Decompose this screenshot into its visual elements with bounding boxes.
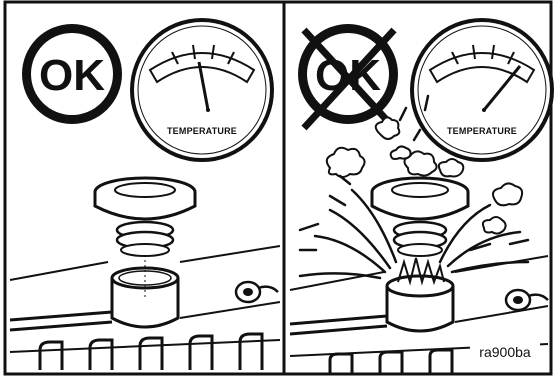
gauge-label: TEMPERATURE bbox=[447, 126, 517, 136]
temperature-gauge: TEMPERATURE bbox=[132, 20, 272, 160]
ok-badge: OK bbox=[22, 24, 122, 124]
figure-code: ra900ba bbox=[479, 344, 531, 360]
ok-badge-text: OK bbox=[39, 51, 105, 100]
temperature-gauge-hot: TEMPERATURE bbox=[412, 20, 552, 160]
gauge-label: TEMPERATURE bbox=[167, 126, 237, 136]
